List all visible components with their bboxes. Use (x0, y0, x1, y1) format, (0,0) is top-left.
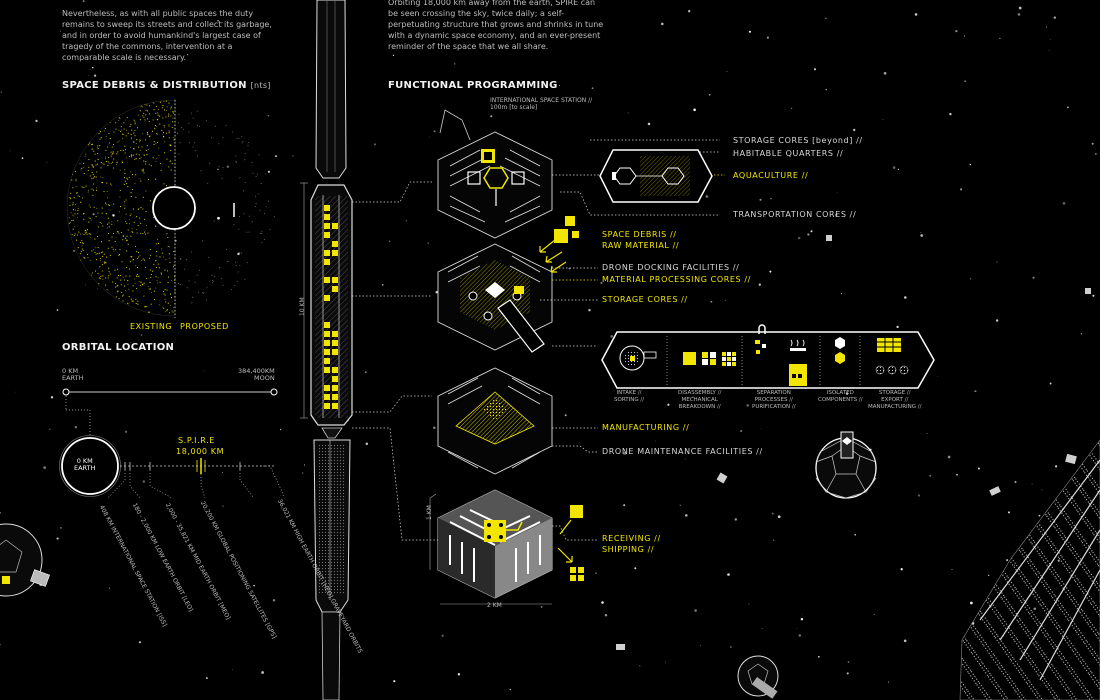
floating-drone-edge (0, 523, 50, 597)
cube-side-dimension: 1 KM (426, 505, 433, 520)
orbital-location-diagram (59, 388, 286, 499)
label-manufacturing: MANUFACTURING // (602, 423, 690, 432)
spire-orbit-km: 18,000 KM (176, 447, 225, 456)
orbital-section-title: ORBITAL LOCATION (62, 342, 175, 353)
process-step-storage: STORAGE //EXPORT //MANUFACTURING // (868, 390, 922, 410)
process-capsule (601, 324, 935, 389)
existing-label: EXISTING (130, 322, 173, 331)
label-storage-cores: STORAGE CORES // (602, 295, 688, 304)
label-drone-maintenance: DRONE MAINTENANCE FACILITIES // (602, 447, 763, 456)
spire-height-label: 10 KM (299, 297, 306, 316)
intro-paragraph-right: Orbiting 18,000 km away from the earth, … (388, 0, 604, 51)
module-receiving (429, 489, 553, 605)
label-receiving: RECEIVING // (602, 534, 661, 543)
label-raw-material: RAW MATERIAL // (602, 241, 680, 250)
mega-structure (959, 439, 1100, 700)
aquaculture-capsule (599, 149, 713, 203)
spire-tower (300, 0, 353, 700)
intro-paragraph-left: Nevertheless, as with all public spaces … (62, 9, 272, 62)
proposed-label: PROPOSED (180, 322, 229, 331)
floating-drone-small (737, 655, 779, 699)
spire-orbit-label: S.P.I.R.E (178, 436, 215, 445)
earth-circle (152, 186, 196, 230)
debris-arrows (539, 216, 579, 273)
debris-section-title: SPACE DEBRIS & DISTRIBUTION [nts] (62, 80, 271, 91)
label-shipping: SHIPPING // (602, 545, 655, 554)
label-transportation-cores: TRANSPORTATION CORES // (733, 210, 857, 219)
label-storage-cores-beyond: STORAGE CORES [beyond] // (733, 136, 863, 145)
spire-connectors (352, 181, 440, 541)
floating-drone-station (815, 431, 877, 499)
label-material-processing: MATERIAL PROCESSING CORES // (602, 275, 751, 284)
debris-sprites (616, 235, 1091, 650)
module-processing (437, 243, 553, 353)
label-drone-docking: DRONE DOCKING FACILITIES // (602, 263, 740, 272)
iss-note: INTERNATIONAL SPACE STATION //100m [to s… (490, 97, 593, 111)
module-manufacturing (437, 367, 553, 475)
label-habitable-quarters: HABITABLE QUARTERS // (733, 149, 844, 158)
label-aquaculture: AQUACULTURE // (733, 171, 809, 180)
process-step-intake: INTAKE //SORTING // (614, 390, 645, 403)
label-space-debris: SPACE DEBRIS // (602, 230, 677, 239)
debris-distribution-diagram (66, 99, 275, 318)
functional-section-title: FUNCTIONAL PROGRAMMING (388, 80, 558, 91)
module-habitat (437, 109, 553, 239)
cube-base-dimension: 2 KM (487, 602, 502, 609)
